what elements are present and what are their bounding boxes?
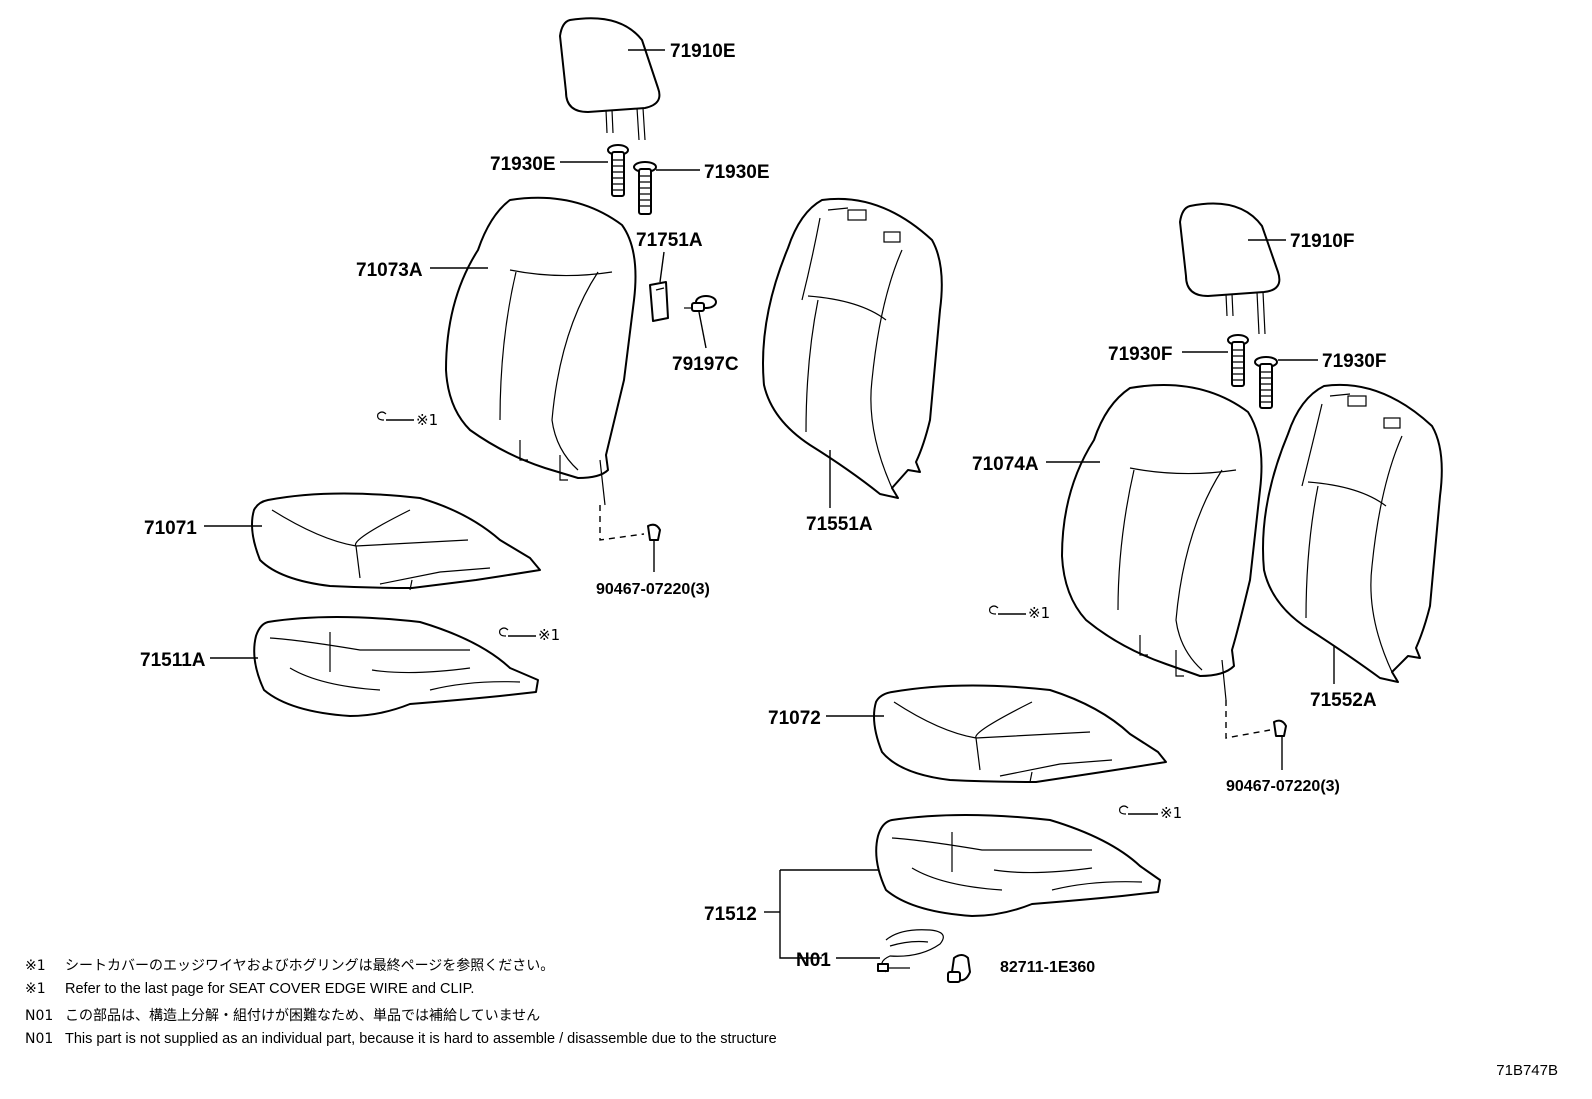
- note-mark: N01: [25, 1008, 54, 1025]
- wire-harness-n01[interactable]: [877, 929, 944, 973]
- headrest-right[interactable]: [1179, 202, 1281, 335]
- label-71910F: 71910F: [1290, 231, 1354, 252]
- label-71074A: 71074A: [972, 454, 1039, 475]
- seat-cushion-pad-left[interactable]: [253, 616, 539, 717]
- note-mark: ※1: [25, 958, 46, 974]
- headrest-support-left[interactable]: [607, 144, 657, 215]
- footnotes: ※1 シートカバーのエッジワイヤおよびホグリングは最終ページを参照ください。 ※…: [25, 958, 785, 1054]
- note-row: N01 この部品は、構造上分解・組付けが困難なため、単品では補給していません: [25, 1008, 785, 1025]
- label-71552A: 71552A: [1310, 690, 1377, 711]
- label-N01: N01: [796, 950, 831, 971]
- bolt-left[interactable]: [647, 523, 661, 541]
- diagram-reference-code: 71B747B: [1496, 1062, 1558, 1079]
- wire-icon: [1119, 805, 1129, 815]
- label-71930F-b: 71930F: [1322, 351, 1386, 372]
- label-71511A: 71511A: [140, 650, 206, 671]
- connector-82711[interactable]: [947, 954, 971, 983]
- label-82711: 82711-1E360: [1000, 959, 1095, 976]
- label-71910E: 71910E: [670, 41, 736, 62]
- label-71071: 71071: [144, 518, 197, 539]
- label-90467-right: 90467-07220(3): [1226, 778, 1340, 795]
- label-71930E-a: 71930E: [490, 154, 556, 175]
- label-79197C: 79197C: [672, 354, 739, 375]
- note-row: N01 This part is not supplied as an indi…: [25, 1031, 785, 1048]
- note-text: Refer to the last page for SEAT COVER ED…: [65, 980, 475, 997]
- wire-mark-2: ※1: [538, 626, 560, 644]
- wire-icon: [989, 605, 999, 615]
- note-mark: ※1: [25, 980, 46, 997]
- wire-mark-1: ※1: [416, 411, 438, 429]
- seat-cushion-pad-right[interactable]: [875, 814, 1161, 917]
- label-90467-left: 90467-07220(3): [596, 581, 710, 598]
- seat-back-pad-left[interactable]: [762, 197, 943, 499]
- bracket-71751A[interactable]: [649, 281, 669, 322]
- note-row: ※1 Refer to the last page for SEAT COVER…: [25, 981, 785, 998]
- bolt-right[interactable]: [1273, 719, 1287, 737]
- wire-mark-3: ※1: [1028, 604, 1050, 622]
- note-text: シートカバーのエッジワイヤおよびホグリングは最終ページを参照ください。: [65, 958, 555, 974]
- wire-icon: [499, 627, 509, 637]
- label-71751A: 71751A: [636, 230, 703, 251]
- label-71930F-a: 71930F: [1108, 344, 1172, 365]
- label-71073A: 71073A: [356, 260, 423, 281]
- wire-icon: [377, 411, 387, 421]
- seat-cushion-cover-left[interactable]: [251, 492, 541, 591]
- seat-back-cover-right[interactable]: [1061, 384, 1263, 701]
- label-71551A: 71551A: [806, 514, 873, 535]
- label-71512: 71512: [704, 904, 757, 925]
- note-row: ※1 シートカバーのエッジワイヤおよびホグリングは最終ページを参照ください。: [25, 958, 785, 975]
- note-text: この部品は、構造上分解・組付けが困難なため、単品では補給していません: [65, 1008, 541, 1025]
- seat-cushion-cover-right[interactable]: [873, 684, 1167, 783]
- note-mark: N01: [25, 1030, 54, 1047]
- note-text: This part is not supplied as an individu…: [65, 1030, 777, 1047]
- seat-back-cover-left[interactable]: [445, 196, 637, 506]
- wire-mark-4: ※1: [1160, 804, 1182, 822]
- headrest-support-right[interactable]: [1227, 334, 1278, 409]
- headrest-left[interactable]: [559, 17, 661, 141]
- seat-back-pad-right[interactable]: [1262, 383, 1443, 683]
- clip-79197C[interactable]: [684, 295, 717, 312]
- label-71072: 71072: [768, 708, 821, 729]
- label-71930E-b: 71930E: [704, 162, 770, 183]
